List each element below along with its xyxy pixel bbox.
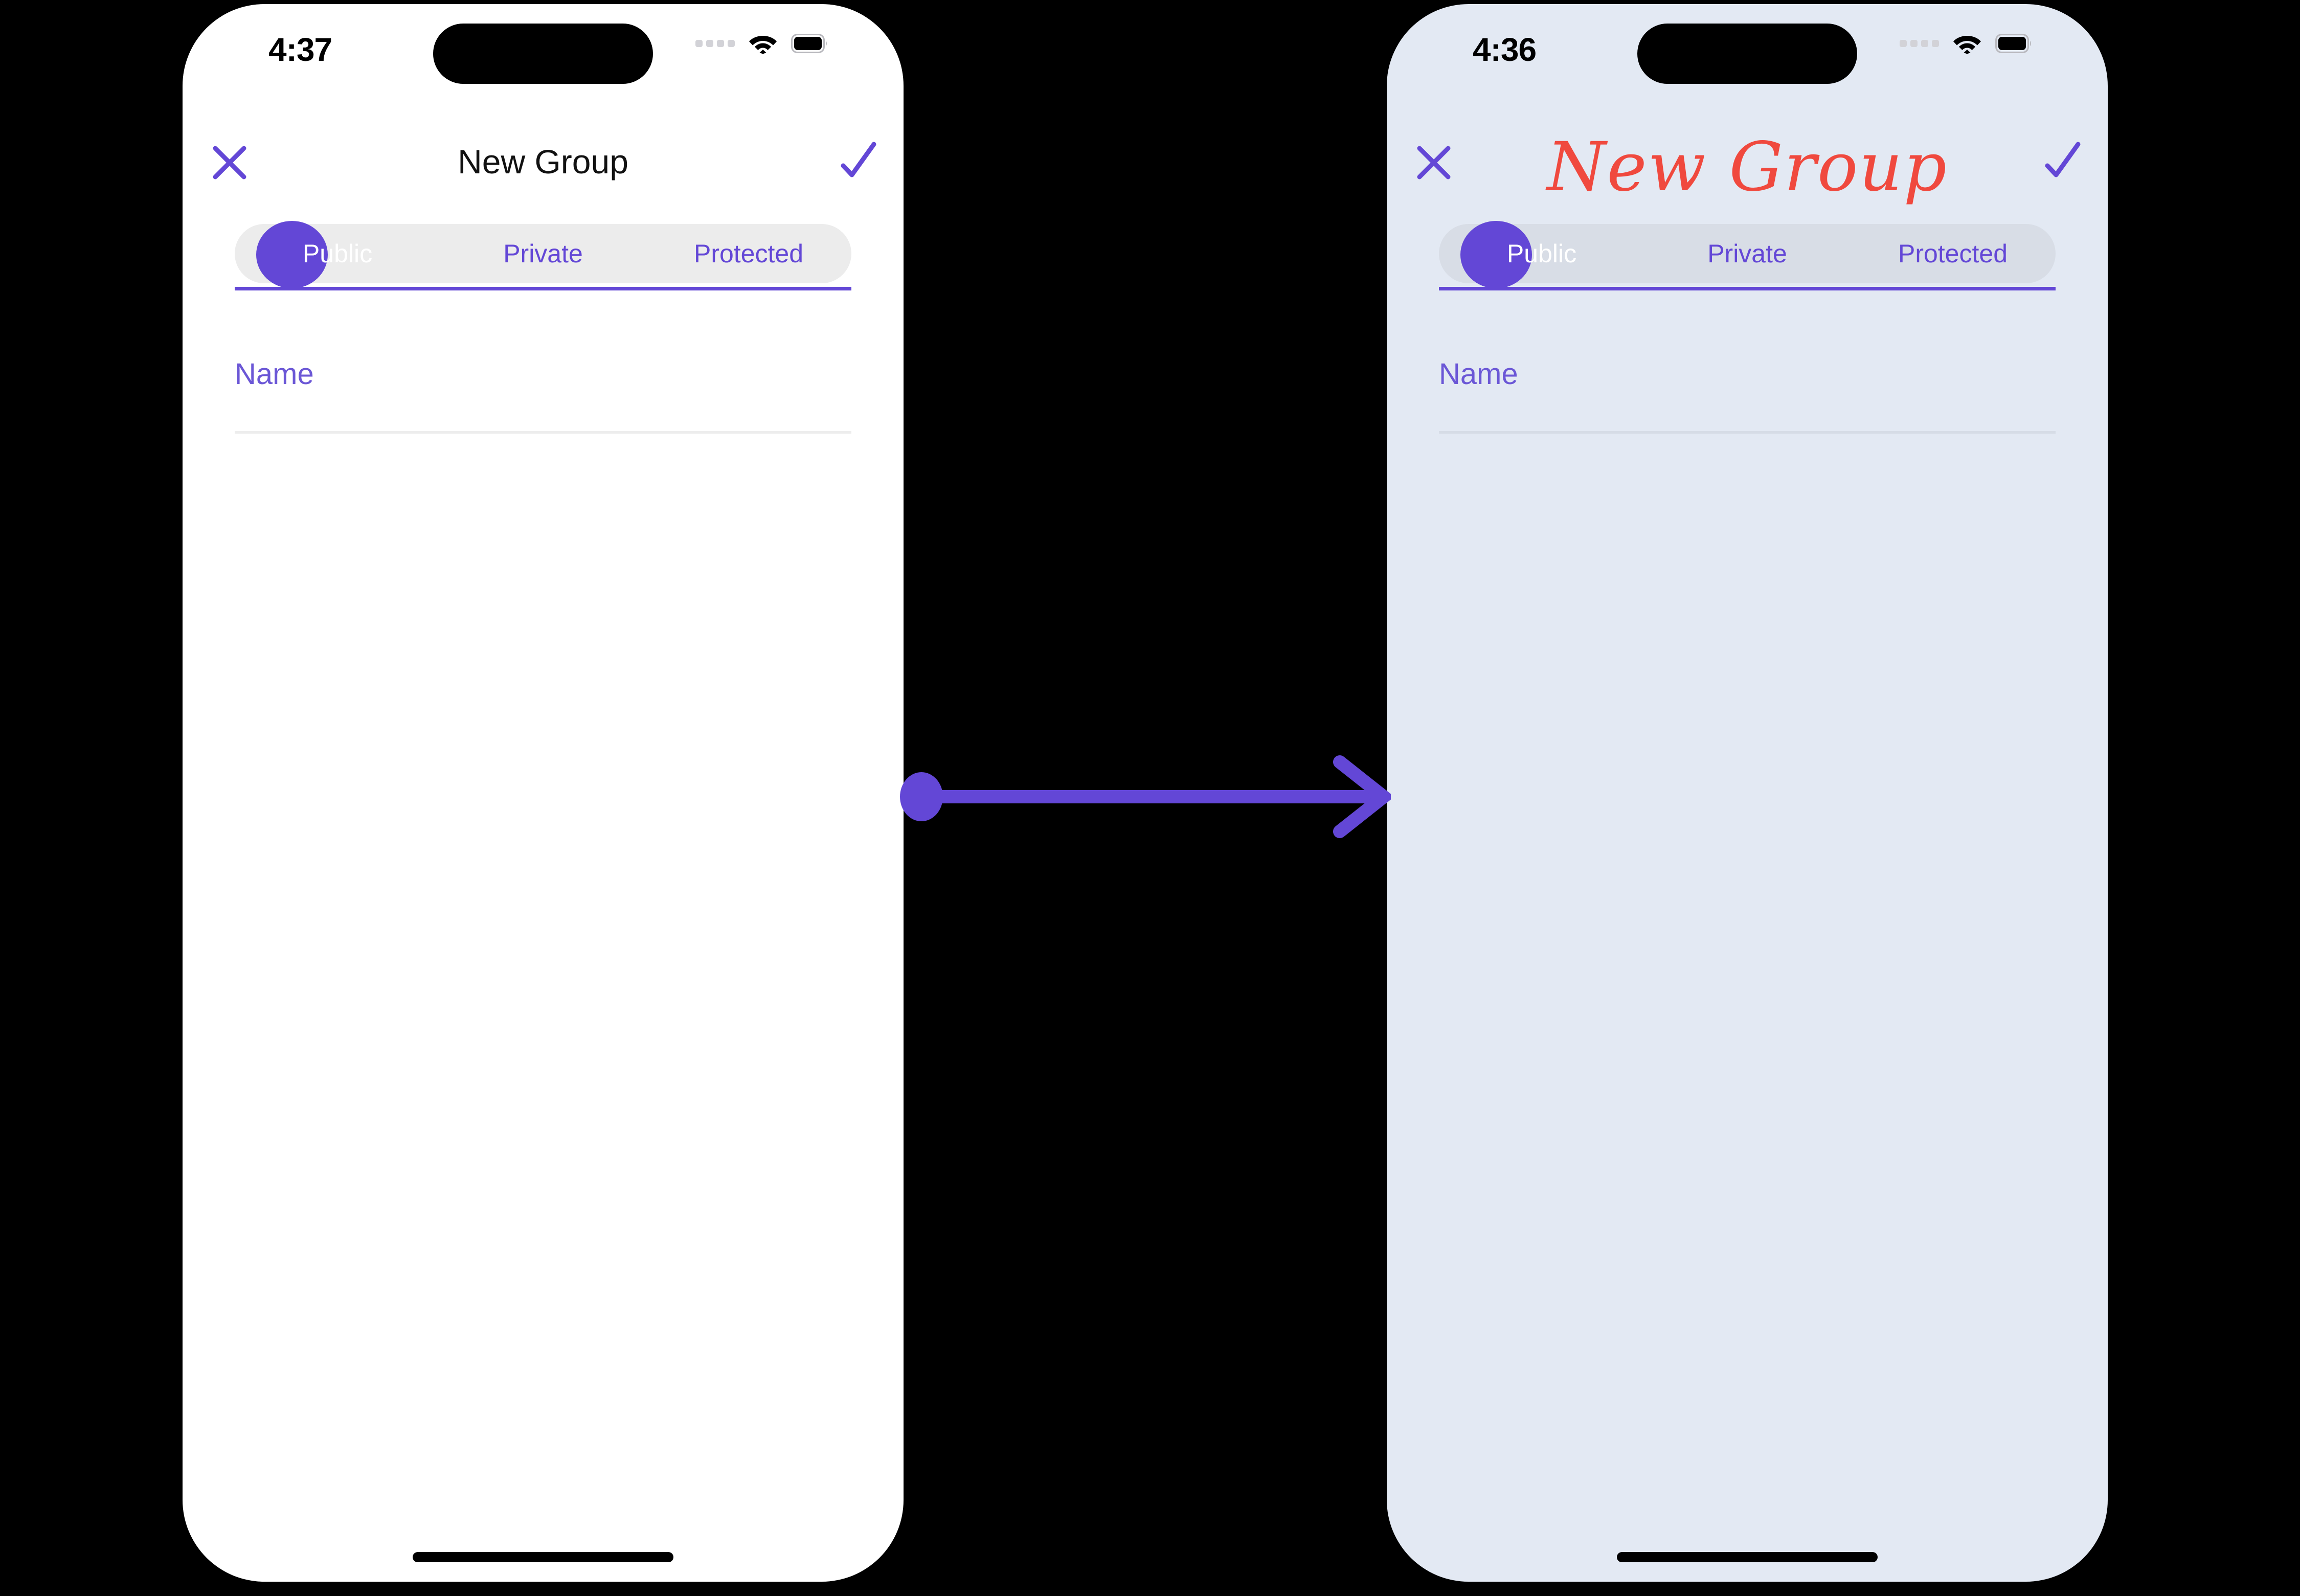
segment-protected[interactable]: Protected [1898, 239, 2008, 268]
home-indicator[interactable] [1617, 1552, 1878, 1562]
check-icon[interactable] [835, 137, 881, 183]
home-indicator[interactable] [413, 1552, 673, 1562]
segment-private[interactable]: Private [503, 239, 583, 268]
status-bar: 4:36 [1387, 4, 2108, 91]
wifi-icon [749, 36, 777, 54]
name-placeholder: Name [1439, 357, 1518, 391]
cellular-signal-icon [1900, 40, 1939, 47]
close-icon[interactable] [209, 142, 250, 183]
dynamic-island [433, 24, 653, 84]
phone-screen-before: 4:37 New Group P [183, 4, 904, 1582]
segmented-options: Public Private Protected [1439, 224, 2056, 283]
name-input-field[interactable]: Name [1439, 352, 2056, 434]
battery-icon [1995, 34, 2031, 53]
wifi-icon [1953, 36, 1981, 54]
status-bar: 4:37 [183, 4, 904, 91]
segment-public[interactable]: Public [1506, 239, 1577, 268]
visibility-segmented-control[interactable]: Public Private Protected [235, 221, 851, 290]
name-placeholder: Name [235, 357, 314, 391]
status-indicators [695, 33, 828, 54]
battery-icon [791, 34, 827, 53]
arrow-right-icon [900, 755, 1394, 838]
status-indicators [1900, 33, 2032, 54]
phone-screen-after: 4:36 New Group P [1387, 4, 2108, 1582]
transition-arrow [900, 752, 1394, 844]
segmented-underline [1439, 287, 2056, 290]
close-icon[interactable] [1413, 142, 1454, 183]
segment-private[interactable]: Private [1707, 239, 1787, 268]
name-field-underline [1439, 431, 2056, 434]
segmented-options: Public Private Protected [235, 224, 851, 283]
segmented-underline [235, 287, 851, 290]
check-icon[interactable] [2039, 137, 2085, 183]
name-input-field[interactable]: Name [235, 352, 851, 434]
status-time: 4:36 [1473, 31, 1537, 68]
page-title: New Group [458, 143, 628, 181]
segmented-selection-indicator [1460, 221, 1532, 288]
status-time: 4:37 [268, 31, 332, 68]
navigation-bar: New Group [183, 131, 904, 197]
segmented-track [235, 224, 851, 283]
segmented-selection-indicator [256, 221, 328, 288]
segment-protected[interactable]: Protected [693, 239, 803, 268]
dynamic-island [1637, 24, 1857, 84]
navigation-bar: New Group [1387, 128, 2108, 207]
segmented-track [1439, 224, 2056, 283]
page-title: New Group [1546, 128, 1948, 207]
cellular-signal-icon [695, 40, 735, 47]
name-field-underline [235, 431, 851, 434]
segment-public[interactable]: Public [302, 239, 373, 268]
visibility-segmented-control[interactable]: Public Private Protected [1439, 221, 2056, 290]
